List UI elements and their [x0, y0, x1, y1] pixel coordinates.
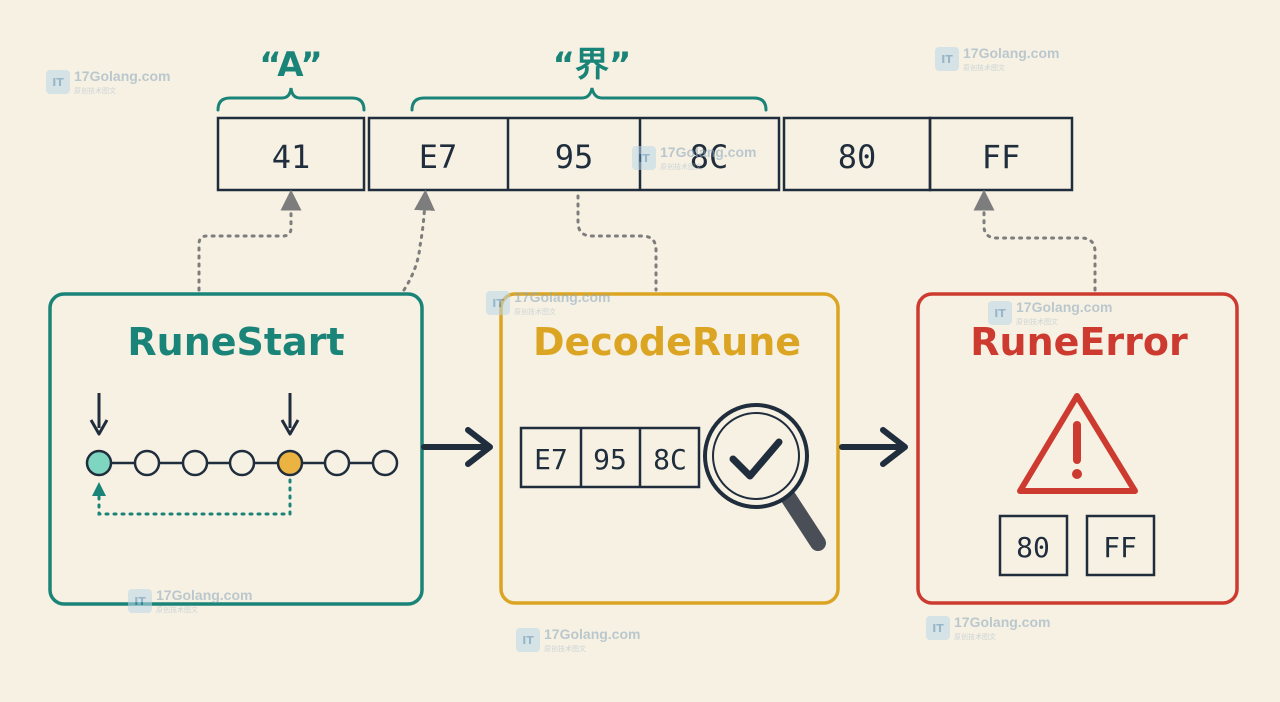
flow-arrow-icon — [421, 427, 493, 467]
watermark-site: 17Golang.com — [74, 68, 171, 84]
node-start — [85, 449, 113, 477]
decode-byte-8c: 8C — [653, 443, 687, 476]
connector-decoderune-95 — [576, 194, 658, 292]
byte-8c: 8C — [690, 138, 729, 176]
panel-title-decoderune: DecodeRune — [533, 320, 801, 364]
node — [228, 449, 256, 477]
panel-decoderune: DecodeRune E7 95 8C — [499, 292, 840, 605]
byte-ff: FF — [982, 138, 1021, 176]
watermark-site: 17Golang.com — [954, 614, 1051, 630]
watermark-sub: 原创技术图文 — [514, 308, 556, 316]
watermark: IT 17Golang.com 原创技术图文 — [516, 626, 640, 654]
byte-95: 95 — [555, 138, 594, 176]
watermark-sub: 原创技术图文 — [954, 633, 996, 641]
byte-80: 80 — [838, 138, 877, 176]
return-dotted-arrow — [97, 478, 292, 516]
panel-title-runeerror: RuneError — [970, 320, 1188, 364]
error-byte-80: 80 — [1016, 531, 1050, 564]
watermark: IT 17Golang.com 原创技术图文 — [46, 68, 170, 96]
byte-row: 41 E7 95 8C 80 FF — [216, 116, 1074, 192]
return-arrowhead — [92, 482, 106, 496]
down-arrow-icon — [280, 393, 300, 436]
error-byte-ff: FF — [1103, 531, 1137, 564]
watermark-logo-icon: IT — [516, 628, 540, 652]
decode-byte-e7: E7 — [534, 443, 568, 476]
panel-title-runestart: RuneStart — [127, 320, 344, 364]
watermark-sub: 原创技术图文 — [963, 64, 1005, 72]
watermark: IT 17Golang.com 原创技术图文 — [926, 614, 1050, 642]
panel-runestart: RuneStart — [48, 292, 424, 606]
flow-arrow-icon — [839, 427, 908, 467]
node — [181, 449, 209, 477]
watermark-logo-icon: IT — [935, 47, 959, 71]
node — [323, 449, 351, 477]
node — [133, 449, 161, 477]
watermark: IT 17Golang.com 原创技术图文 — [988, 299, 1112, 327]
watermark-site: 17Golang.com — [514, 289, 611, 305]
error-byte-cell — [1085, 514, 1156, 577]
decode-byte-95: 95 — [593, 443, 627, 476]
watermark-logo-icon: IT — [128, 589, 152, 613]
watermark-site: 17Golang.com — [1016, 299, 1113, 315]
watermark: IT 17Golang.com 原创技术图文 — [935, 45, 1059, 73]
watermark-logo-icon: IT — [632, 146, 656, 170]
decode-byte-group — [519, 426, 701, 489]
byte-cell — [928, 116, 1074, 192]
watermark-sub: 原创技术图文 — [660, 163, 702, 171]
brace-a — [216, 87, 366, 112]
watermark-sub: 原创技术图文 — [544, 645, 586, 653]
node — [371, 449, 399, 477]
watermark-sub: 原创技术图文 — [1016, 318, 1058, 326]
watermark-logo-icon: IT — [486, 291, 510, 315]
char-jie-label: “界” — [553, 45, 632, 85]
down-arrow-icon — [89, 393, 109, 436]
watermark-site: 17Golang.com — [156, 587, 253, 603]
watermark-logo-icon: IT — [988, 301, 1012, 325]
magnifier-check-icon — [703, 403, 826, 551]
connector-runestart-e7 — [402, 189, 436, 292]
error-byte-cell — [998, 514, 1069, 577]
watermark: IT 17Golang.com 原创技术图文 — [128, 587, 252, 615]
watermark-site: 17Golang.com — [544, 626, 641, 642]
watermark-sub: 原创技术图文 — [74, 87, 116, 95]
watermark-logo-icon: IT — [926, 616, 950, 640]
watermark-sub: 原创技术图文 — [156, 606, 198, 614]
panel-runeerror: RuneError 80 FF — [916, 292, 1239, 605]
brace-jie — [410, 87, 768, 112]
char-a-label: “A” — [259, 45, 323, 85]
byte-group-jie — [367, 116, 781, 192]
byte-e7: E7 — [419, 138, 458, 176]
byte-41: 41 — [272, 138, 311, 176]
connector-runeerror-ff — [973, 189, 1097, 292]
watermark-site: 17Golang.com — [963, 45, 1060, 61]
watermark-logo-icon: IT — [46, 70, 70, 94]
watermark: IT 17Golang.com 原创技术图文 — [632, 144, 756, 172]
warning-triangle-icon — [1017, 393, 1138, 494]
watermark: IT 17Golang.com 原创技术图文 — [486, 289, 610, 317]
connector-runestart-41 — [197, 189, 302, 292]
node-start — [276, 449, 304, 477]
watermark-site: 17Golang.com — [660, 144, 757, 160]
